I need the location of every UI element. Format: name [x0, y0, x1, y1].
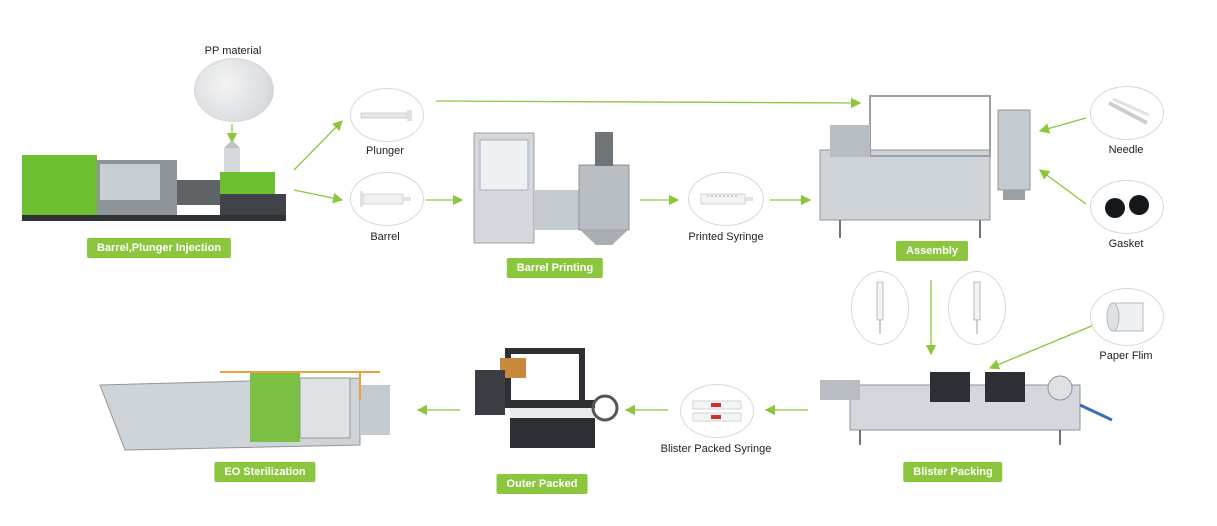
stage-eo: EO Sterilization	[214, 462, 315, 482]
